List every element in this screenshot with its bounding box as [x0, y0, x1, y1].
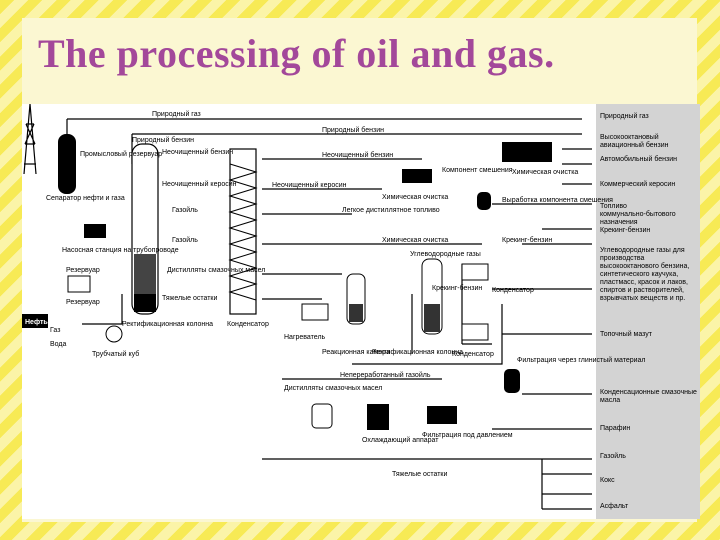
heater [301, 303, 329, 321]
output-11: Кокс [600, 477, 615, 484]
label-condenser-2: Конденсатор [492, 287, 534, 294]
reservoir-1 [67, 275, 91, 293]
label-reservoir-2: Резервуар [66, 299, 100, 306]
outputs-panel [596, 104, 700, 519]
label-pipe-still: Трубчатый куб [92, 350, 139, 358]
label-chem-clean-2: Химическая очистка [382, 194, 448, 201]
label-top-natural-petrol: Природный бензин [322, 126, 384, 134]
label-cooling-apparatus: Охлаждающий аппарат [362, 436, 439, 444]
label-heavy-residue-2: Тяжелые остатки [392, 471, 447, 478]
label-rect-column-2: Ректификационная колонна [372, 349, 463, 356]
label-heater: Нагреватель [284, 334, 326, 341]
label-mid-unrefined-petrol: Неочищенный бензин [322, 151, 393, 159]
label-light-distillate: Легкое дистиллятное топливо [342, 207, 440, 214]
label-mix-component: Компонент смешения [442, 167, 513, 174]
label-oil-in: Нефть [25, 319, 48, 326]
label-rect-column: Ректификационная колонна [122, 321, 213, 328]
label-coke-gasoline: Крекинг-бензин [432, 284, 482, 292]
clay-filter [504, 369, 520, 393]
output-3: Коммерческий керосин [600, 180, 675, 188]
cooling-apparatus [367, 404, 389, 430]
pump-station [84, 224, 106, 238]
label-reaction-chamber: Реакционная камера [322, 349, 390, 356]
condenser-3 [461, 323, 489, 341]
label-top-gas: Природный газ [152, 110, 201, 118]
label-unrefined-kerosene: Неочищенный керосин [162, 180, 237, 188]
output-9: Парафин [600, 425, 630, 432]
label-condenser: Конденсатор [227, 321, 269, 328]
oil-derrick-icon [23, 104, 37, 175]
label-coke-petrol: Крекинг-бензин [502, 236, 552, 244]
oil-inlet [22, 314, 48, 328]
output-2: Автомобильный бензин [600, 155, 677, 163]
chem-cleaner-1 [502, 142, 552, 162]
label-condenser-3: Конденсатор [452, 351, 494, 358]
output-7: Топочный мазут [600, 330, 653, 338]
label-gas-in: Газ [50, 327, 60, 334]
label-water-in: Вода [50, 341, 66, 348]
chem-cleaner-2 [402, 169, 432, 183]
pressure-filter [427, 406, 457, 424]
label-chem-clean-1: Химическая очистка [512, 169, 578, 176]
pipe-still [105, 325, 123, 343]
label-heavy-residue: Тяжелые остатки [162, 295, 217, 302]
output-0: Природный газ [600, 112, 649, 120]
slide-title: The processing of oil and gas. [38, 31, 555, 76]
label-unrefined-petrol: Неочищенный бензин [162, 148, 233, 156]
label-pump-station: Насосная станция на трубопроводе [62, 246, 179, 254]
label-pressure-filter: Фильтрация под давлением [422, 432, 513, 439]
output-5: Крекинг-бензин [600, 226, 650, 234]
label-chem-clean-3: Химическая очистка [382, 237, 448, 244]
label-reservoir-1: Резервуар [66, 267, 100, 274]
label-lube-distillate: Дистилляты смазочных масел [167, 267, 265, 274]
label-filtration: Фильтрация через глинистый материал [517, 356, 646, 364]
separator-tank [58, 134, 76, 194]
label-gasoil-2: Газойль [172, 236, 198, 244]
label-mix-blend: Выработка компонента смешения [502, 196, 613, 204]
label-crude-petrol: Природный бензин [132, 136, 194, 144]
label-hydrocarbon-gas: Углеводородные газы [410, 251, 481, 258]
label-mid-unrefined-kerosene: Неочищенный керосин [272, 181, 347, 189]
chem-cleaner-3 [311, 403, 333, 429]
mix-blend-tank [477, 192, 491, 210]
oil-gas-process-diagram: Сепаратор нефти и газа Насосная станция … [22, 104, 700, 519]
label-gasoline-tank: Промысловый резервуар [80, 150, 162, 158]
label-lube-distillate-2: Дистилляты смазочных масел [284, 385, 382, 392]
label-separator: Сепаратор нефти и газа [46, 195, 125, 202]
output-12: Асфальт [600, 503, 629, 510]
condenser-2 [461, 263, 489, 281]
label-gasoil: Газойль [172, 206, 198, 214]
label-unprocessed-gasoil: Непереработанный газойль [340, 371, 431, 379]
output-10: Газойль [600, 452, 626, 460]
